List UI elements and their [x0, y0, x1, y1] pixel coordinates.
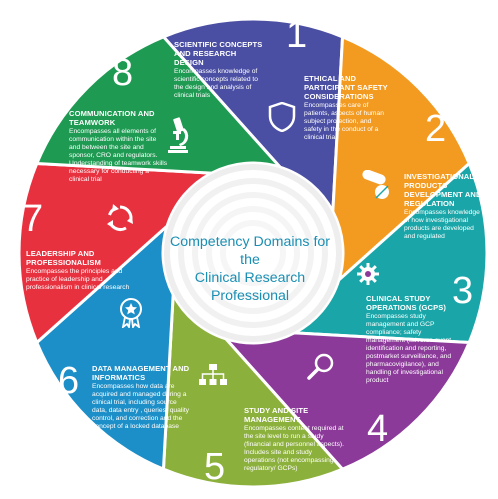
segment-1-title: SCIENTIFIC CONCEPTS AND RESEARCH DESIGN [174, 40, 263, 67]
segment-7-label: LEADERSHIP AND PROFESSIONALISM Encompass… [26, 249, 132, 292]
microscope-icon [168, 117, 189, 153]
segment-4-description: Encompasses study management and GCP com… [366, 313, 452, 384]
segment-8-label: COMMUNICATION AND TEAMWORK Encompasses a… [69, 109, 169, 184]
segment-5-title: STUDY AND SITE MANAGEMENT [244, 406, 309, 424]
segment-2-description: Encompasses care of patients, aspects of… [304, 102, 384, 141]
segment-1-number: 1 [286, 14, 308, 56]
segment-1-description: Encompasses knowledge of scientific conc… [174, 68, 259, 99]
segment-8-title: COMMUNICATION AND TEAMWORK [69, 109, 155, 127]
center-ripple [163, 163, 343, 343]
capsule-icon [362, 170, 389, 199]
center-title-line-1: Competency Domains for the [169, 234, 331, 268]
hierarchy-icon [199, 364, 227, 385]
wheel-segment-6 [35, 224, 175, 471]
wheel-segment-1 [161, 17, 345, 213]
segment-4-label: CLINICAL STUDY OPERATIONS (GCPs) Encompa… [366, 294, 452, 385]
segment-3-number: 3 [452, 270, 474, 312]
wheel-segment-7 [17, 161, 213, 345]
gear-icon [357, 263, 379, 285]
wheel-segment-5 [161, 293, 345, 489]
segment-8-description: Encompasses all elements of communicatio… [69, 128, 168, 183]
wheel-segment-2 [331, 35, 471, 282]
segment-3-label: INVESTIGATIONAL PRODUCTS DEVELOPMENT AND… [404, 172, 486, 241]
award-icon [120, 298, 142, 328]
segment-8-number: 8 [112, 52, 134, 94]
wheel-segment-4 [224, 331, 471, 471]
segment-4-title: CLINICAL STUDY OPERATIONS (GCPs) [366, 294, 447, 312]
segment-3-description: Encompasses knowledge of how investigati… [404, 209, 480, 240]
cycle-arrows-icon [107, 204, 133, 231]
wheel-segment-3 [293, 161, 489, 345]
segment-2-title: ETHICAL AND PARTICIPANT SAFETY CONSIDERA… [304, 74, 388, 101]
wheel-segments [17, 17, 489, 489]
segment-6-title: DATA MANAGEMENT AND INFORMATICS [92, 364, 190, 382]
segment-2-number: 2 [425, 108, 447, 150]
wheel-segment-8 [35, 35, 282, 175]
center-title-line-2: Clinical Research Professional [194, 270, 306, 304]
segment-4-number: 4 [367, 408, 389, 450]
magnifier-icon [307, 353, 334, 380]
segment-1-label: SCIENTIFIC CONCEPTS AND RESEARCH DESIGN … [174, 40, 266, 100]
shield-icon [268, 102, 296, 132]
segment-6-description: Encompasses how data are acquired and ma… [92, 383, 190, 430]
segment-3-title: INVESTIGATIONAL PRODUCTS DEVELOPMENT AND… [404, 172, 482, 208]
segment-7-number: 7 [22, 198, 44, 240]
segment-7-title: LEADERSHIP AND PROFESSIONALISM [26, 249, 101, 267]
segment-6-number: 6 [58, 360, 80, 402]
segment-5-number: 5 [204, 446, 226, 488]
segment-5-label: STUDY AND SITE MANAGEMENT Encompasses co… [244, 406, 344, 473]
segment-7-description: Encompasses the principles and practice … [26, 268, 130, 291]
center-title: Competency Domains for the Clinical Rese… [160, 233, 340, 305]
segment-5-description: Encompasses content required at the site… [244, 425, 344, 472]
segment-2-label: ETHICAL AND PARTICIPANT SAFETY CONSIDERA… [304, 74, 388, 142]
segment-6-label: DATA MANAGEMENT AND INFORMATICS Encompas… [92, 364, 192, 431]
